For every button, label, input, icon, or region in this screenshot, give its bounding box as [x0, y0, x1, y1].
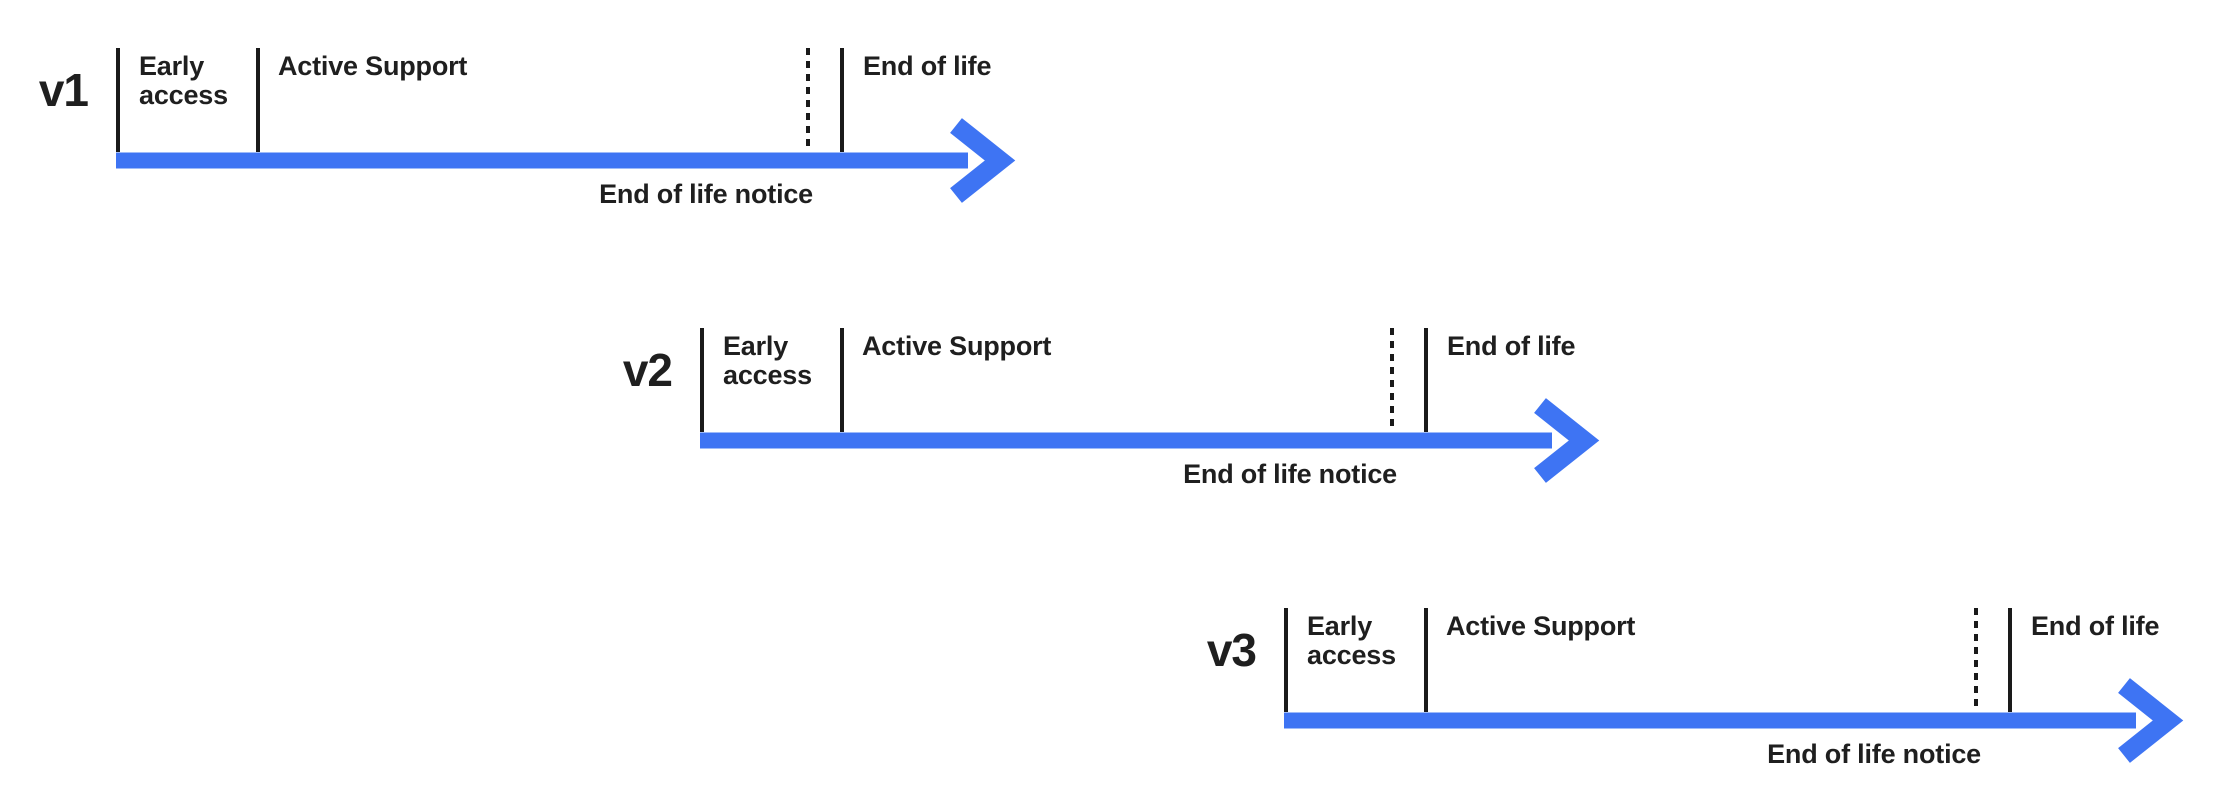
early-access-start-tick	[700, 328, 704, 432]
early-access-label: Early access	[139, 51, 228, 110]
arrowhead-icon	[1534, 398, 1600, 483]
active-support-start-tick	[840, 328, 844, 432]
end-of-life-label: End of life	[2031, 611, 2160, 641]
arrowhead-icon	[2118, 678, 2184, 763]
early-access-label: Early access	[723, 331, 812, 390]
active-support-start-tick	[1424, 608, 1428, 712]
end-of-life-notice-label: End of life notice	[1183, 459, 1397, 489]
end-of-life-notice-label: End of life notice	[599, 179, 813, 209]
timeline-arrow-icon	[1284, 678, 2184, 763]
early-access-label: Early access	[1307, 611, 1396, 670]
early-access-start-tick	[116, 48, 120, 152]
arrowhead-icon	[950, 118, 1016, 203]
end-of-life-notice-dashed-tick	[1974, 608, 1978, 712]
active-support-start-tick	[256, 48, 260, 152]
version-label: v2	[622, 344, 673, 396]
end-of-life-notice-label: End of life notice	[1767, 739, 1981, 769]
end-of-life-notice-dashed-tick	[1390, 328, 1394, 432]
version-label: v1	[38, 64, 89, 116]
timeline-arrow-icon	[700, 398, 1600, 483]
timeline-arrow-icon	[116, 118, 1016, 203]
active-support-label: Active Support	[1446, 611, 1636, 641]
early-access-start-tick	[1284, 608, 1288, 712]
end-of-life-notice-dashed-tick	[806, 48, 810, 152]
active-support-label: Active Support	[278, 51, 468, 81]
end-of-life-tick	[1424, 328, 1428, 432]
end-of-life-label: End of life	[863, 51, 992, 81]
end-of-life-label: End of life	[1447, 331, 1576, 361]
end-of-life-tick	[2008, 608, 2012, 712]
active-support-label: Active Support	[862, 331, 1052, 361]
end-of-life-tick	[840, 48, 844, 152]
version-label: v3	[1206, 624, 1257, 676]
